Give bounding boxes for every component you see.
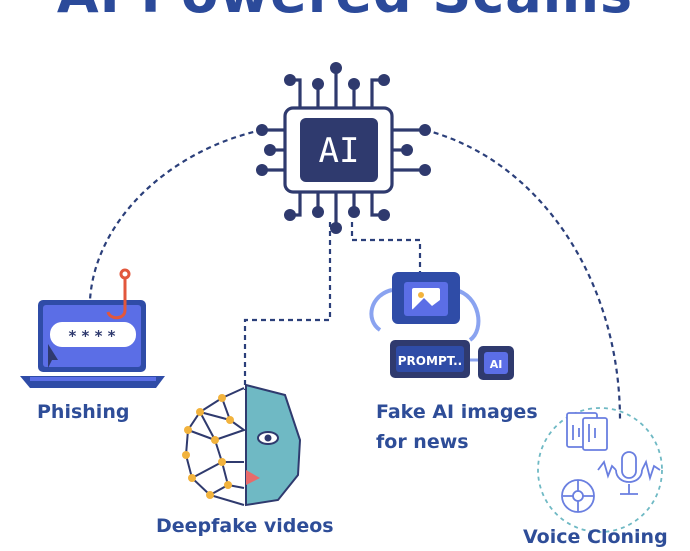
soundwave-icon xyxy=(597,459,661,482)
image-sun-icon xyxy=(418,292,424,298)
ai-chip-pin-dots xyxy=(256,62,431,234)
connector-fake-images xyxy=(350,222,422,272)
fake-images-label-line2: for news xyxy=(376,431,469,453)
microphone-icon xyxy=(621,451,637,479)
deepfake-face-icon xyxy=(182,383,302,507)
connector-phishing xyxy=(88,128,263,301)
fishing-hook-icon xyxy=(106,268,131,320)
laptop-icon: * * * * xyxy=(20,300,165,388)
voice-cloning-label: Voice Cloning xyxy=(523,526,668,548)
image-mountain-icon xyxy=(412,298,440,310)
phishing-label: Phishing xyxy=(37,401,130,423)
deepfake-label: Deepfake videos xyxy=(156,515,334,537)
ai-chip-label: AI xyxy=(319,131,360,171)
image-generator-icon: PROMPT.. AI xyxy=(369,272,514,380)
connector-voice xyxy=(424,128,622,421)
page-title: AI Powered Scams xyxy=(0,0,690,24)
voice-cloning-icon xyxy=(537,407,663,533)
prompt-text: PROMPT.. xyxy=(398,354,462,368)
mini-ai-chip-label: AI xyxy=(490,358,503,371)
password-mask: * * * * xyxy=(68,327,115,345)
cursor-icon xyxy=(48,344,58,368)
connector-deepfake xyxy=(243,222,332,390)
fake-images-label-line1: Fake AI images xyxy=(376,401,538,423)
ai-chip-core xyxy=(300,118,378,182)
connectors xyxy=(88,128,622,421)
